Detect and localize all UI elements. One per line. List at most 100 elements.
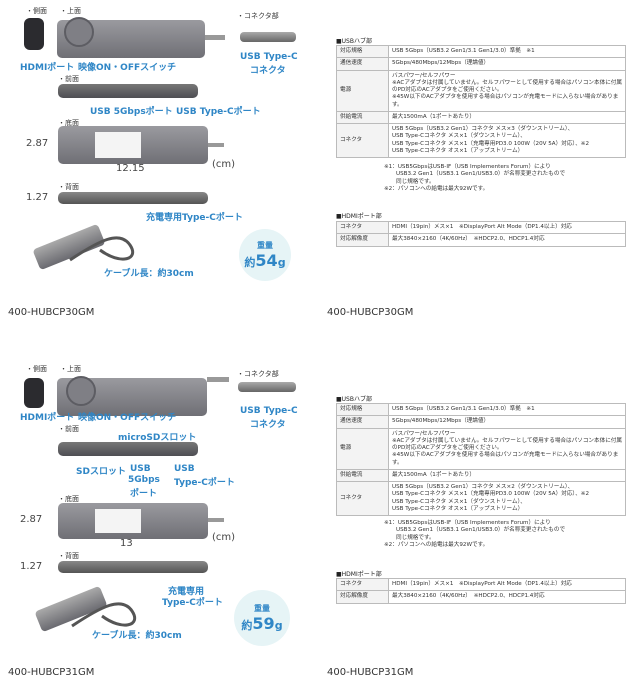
label-back-2: ・背面 bbox=[58, 552, 79, 560]
cable-image bbox=[69, 236, 134, 262]
spec-value: HDMI（19pin）メス×1 ※DisplayPort Alt Mode（DP… bbox=[388, 577, 626, 592]
callout-charge-1: 充電専用 bbox=[168, 587, 205, 597]
callout-cable-2: ケーブル長：約30cm bbox=[92, 631, 182, 641]
callout-usbc-connector-2b: コネクタ bbox=[250, 420, 286, 430]
spec-value-line: USB Type-Cコネクタ メス×1（充電専用PD3.0 100W（20V 5… bbox=[392, 140, 590, 147]
callout-usbc-port: USB Type-Cポート bbox=[176, 107, 261, 117]
front-view-image-2 bbox=[58, 442, 198, 456]
weight-number: 54 bbox=[255, 251, 278, 270]
spec-value: 最大1500mA（1ポートあたり） bbox=[388, 110, 626, 125]
spec-key: コネクタ bbox=[336, 123, 389, 159]
spec-value-line: ※ACアダプタは付属していません。セルフパワーとして使用する場合はパソコン本体に… bbox=[392, 437, 622, 452]
spec-key: コネクタ bbox=[336, 577, 389, 592]
dim-width: 12.15 bbox=[116, 163, 145, 174]
switch-image bbox=[64, 17, 94, 47]
spec-key: 電源 bbox=[336, 69, 389, 112]
back-view-image bbox=[58, 192, 208, 204]
spec-value-line: USB Type-Cコネクタ メス×1（充電専用PD3.0 100W（20V 5… bbox=[392, 491, 590, 498]
spec-row: 供給電流最大1500mA（1ポートあたり） bbox=[336, 110, 626, 125]
spec-value: HDMI（19pin）メス×1 ※DisplayPort Alt Mode（DP… bbox=[388, 220, 626, 235]
callout-usb5-2: 5Gbps bbox=[128, 475, 160, 485]
product-label-sticker bbox=[95, 132, 141, 158]
spec-key: 通信速度 bbox=[336, 57, 389, 71]
spec-row: 電源バスパワー/セルフパワー※ACアダプタは付属していません。セルフパワーとして… bbox=[336, 69, 626, 112]
connector-image-2 bbox=[238, 382, 296, 392]
spec-value-line: USB 5Gbps（USB3.2 Gen1/3.1 Gen1/3.0）準拠 ※1 bbox=[392, 48, 535, 54]
spec-value: USB 5Gbps（USB3.2 Gen1）コネクタ メス×2（ダウンストリーム… bbox=[388, 481, 626, 517]
connector-image bbox=[240, 32, 296, 42]
hub-notes-2: ※1：USB5GbpsはUSB-IF（USB Implementers Foru… bbox=[384, 520, 624, 549]
model-name-2: 400-HUBCP31GM bbox=[8, 667, 95, 678]
label-connector: ・コネクタ部 bbox=[237, 12, 279, 20]
dim-unit-2: (cm) bbox=[212, 532, 236, 543]
note-line: ※2：パソコンへの給電は最大92Wです。 bbox=[384, 541, 489, 548]
weight-badge: 重量 約54g bbox=[239, 229, 291, 281]
hub-section-title-2: ■USBハブ部 bbox=[336, 396, 372, 403]
spec-value-line: バスパワー/セルフパワー bbox=[392, 430, 456, 437]
spec-value-line: USB Type-Cコネクタ オス×1（アップストリーム） bbox=[392, 147, 524, 154]
hdmi-spec-row: 対応解像度最大3840×2160（4K/60Hz） ※HDCP2.0、HDCP1… bbox=[336, 233, 626, 247]
spec-value-line: 5Gbps/480Mbps/12Mbps（理論値） bbox=[392, 418, 490, 425]
label-back: ・背面 bbox=[58, 183, 79, 191]
spec-value: 最大3840×2160（4K/60Hz） ※HDCP2.0、HDCP1.4対応 bbox=[388, 233, 626, 247]
label-top-2: ・上面 bbox=[60, 365, 81, 373]
hub-section-title: ■USBハブ部 bbox=[336, 38, 372, 45]
spec-key: 供給電流 bbox=[336, 468, 389, 483]
label-side-2: ・側面 bbox=[26, 365, 47, 373]
spec-key: 対応規格 bbox=[336, 402, 389, 417]
spec-value-line: USB Type-Cコネクタ オス×1（アップストリーム） bbox=[392, 505, 524, 512]
note-line: ※1：USB5GbpsはUSB-IF（USB Implementers Foru… bbox=[384, 520, 551, 526]
spec-value: USB 5Gbps（USB3.2 Gen1）コネクタ メス×3（ダウンストリーム… bbox=[388, 123, 626, 159]
hub-notes: ※1：USB5GbpsはUSB-IF（USB Implementers Foru… bbox=[384, 164, 624, 193]
spec-value-line: 5Gbps/480Mbps/12Mbps（理論値） bbox=[392, 60, 490, 67]
label-bottom-2: ・底面 bbox=[58, 495, 79, 503]
weight-unit-2: g bbox=[274, 619, 283, 632]
spec-value-line: USB 5Gbps（USB3.2 Gen1/3.1 Gen1/3.0）準拠 ※1 bbox=[392, 406, 535, 412]
label-front: ・前面 bbox=[58, 75, 79, 83]
note-line: USB3.2 Gen1（USB3.1 Gen1/USB3.0）が名称変更されたも… bbox=[396, 527, 566, 534]
spec-value-line: USB Type-Cコネクタ メス×1（ダウンストリーム）、 bbox=[392, 133, 526, 140]
spec-key: 対応解像度 bbox=[336, 233, 389, 247]
spec-value-line: USB 5Gbps（USB3.2 Gen1）コネクタ メス×2（ダウンストリーム… bbox=[392, 484, 574, 491]
spec-value: USB 5Gbps（USB3.2 Gen1/3.1 Gen1/3.0）準拠 ※1 bbox=[388, 44, 626, 59]
callout-usbc-1: USB bbox=[174, 464, 195, 474]
note-line: ※2：パソコンへの給電は最大92Wです。 bbox=[384, 185, 489, 192]
spec-value-line: USB Type-Cコネクタ メス×1（ダウンストリーム）、 bbox=[392, 498, 526, 505]
callout-sd: SDスロット bbox=[76, 467, 126, 477]
label-side: ・側面 bbox=[26, 7, 47, 15]
dim-height-1-2: 2.87 bbox=[20, 514, 43, 525]
spec-key: 電源 bbox=[336, 427, 389, 470]
hdmi-section-title-2: ■HDMIポート部 bbox=[336, 571, 382, 578]
callout-usbc-connector-2: コネクタ bbox=[250, 66, 286, 76]
label-top: ・上面 bbox=[60, 7, 81, 15]
product-label-sticker-2 bbox=[95, 509, 141, 533]
weight-label: 重量 bbox=[257, 241, 273, 250]
spec-value-line: ※45W以下のACアダプタを使用する場合はパソコンが充電モードに入らない場合があ… bbox=[392, 94, 619, 108]
spec-key: 対応規格 bbox=[336, 44, 389, 59]
spec-value-line: ※45W以下のACアダプタを使用する場合はパソコンが充電モードに入らない場合があ… bbox=[392, 452, 619, 466]
label-connector-2: ・コネクタ部 bbox=[237, 370, 279, 378]
model-name-right: 400-HUBCP30GM bbox=[327, 307, 414, 318]
spec-value: バスパワー/セルフパワー※ACアダプタは付属していません。セルフパワーとして使用… bbox=[388, 427, 626, 470]
callout-usb5-1: USB bbox=[130, 464, 151, 474]
side-view-image bbox=[24, 18, 44, 50]
hdmi-spec-row: 対応解像度最大3840×2160（4K/60Hz） ※HDCP2.0、HDCP1… bbox=[336, 590, 626, 604]
spec-value-line: ※ACアダプタは付属していません。セルフパワーとして使用する場合はパソコン本体に… bbox=[392, 79, 622, 94]
dim-height-2: 1.27 bbox=[26, 192, 49, 203]
spec-key: 通信速度 bbox=[336, 415, 389, 429]
note-line: USB3.2 Gen1（USB3.1 Gen1/USB3.0）が名称変更されたも… bbox=[396, 171, 566, 178]
spec-value: 5Gbps/480Mbps/12Mbps（理論値） bbox=[388, 415, 626, 429]
weight-unit: g bbox=[277, 256, 286, 269]
weight-prefix-2: 約 bbox=[241, 619, 253, 632]
note-line: 同じ規格です。 bbox=[396, 534, 435, 541]
dim-width-2: 13 bbox=[120, 538, 133, 549]
spec-value-line: バスパワー/セルフパワー bbox=[392, 72, 456, 79]
